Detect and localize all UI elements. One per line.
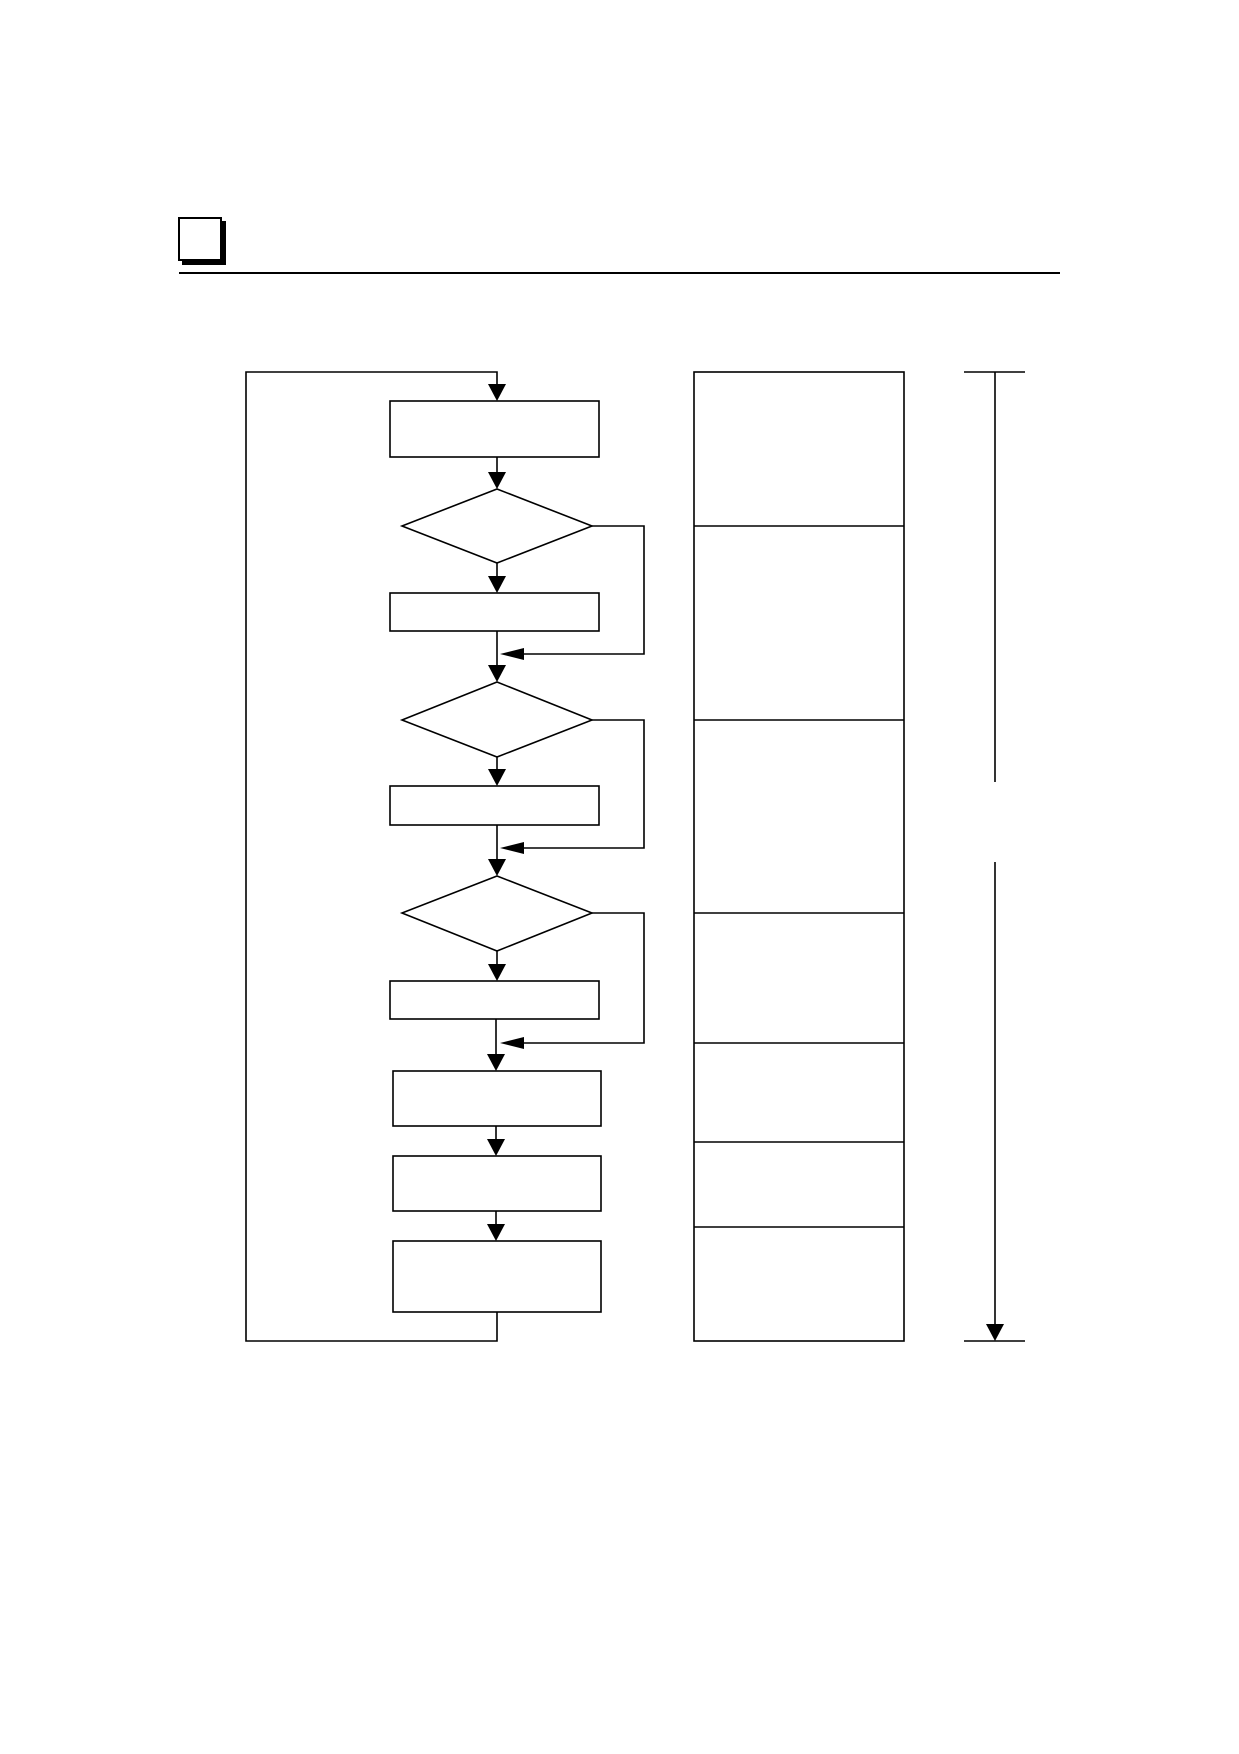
decision-diamond-2 (399, 681, 595, 758)
arrowhead-bypass-1 (500, 648, 524, 660)
arrowhead-into-process-3 (488, 769, 506, 786)
section-marker-box (178, 217, 222, 261)
arrowhead-into-process-2 (488, 576, 506, 593)
process-box-2 (389, 592, 600, 632)
process-box-6 (392, 1155, 602, 1212)
process-box-3 (389, 785, 600, 826)
arrowhead-into-decision-1 (488, 472, 506, 489)
decision-diamond-1 (399, 488, 595, 564)
bypass-connector-decision-1 (524, 525, 645, 655)
arrowhead-into-process-5 (487, 1054, 505, 1071)
arrowhead-into-process-1 (488, 384, 506, 401)
arrowhead-into-process-4 (488, 964, 506, 981)
arrowhead-bypass-2 (500, 842, 524, 854)
process-box-1 (389, 400, 600, 458)
arrowhead-into-process-7 (487, 1224, 505, 1241)
span-down-arrowhead (986, 1324, 1004, 1341)
loop-back-connector (245, 371, 498, 1342)
header-rule (179, 272, 1060, 274)
bypass-connector-decision-3 (524, 912, 645, 1044)
arrowhead-into-process-6 (487, 1139, 505, 1156)
process-box-4 (389, 980, 600, 1020)
process-box-7 (392, 1240, 602, 1313)
arrowhead-bypass-3 (500, 1037, 524, 1049)
arrowhead-into-decision-3 (488, 859, 506, 876)
bypass-connector-decision-2 (524, 719, 645, 849)
arrowhead-into-decision-2 (488, 665, 506, 682)
process-box-5 (392, 1070, 602, 1127)
side-table (693, 371, 905, 1342)
decision-diamond-3 (399, 875, 595, 952)
